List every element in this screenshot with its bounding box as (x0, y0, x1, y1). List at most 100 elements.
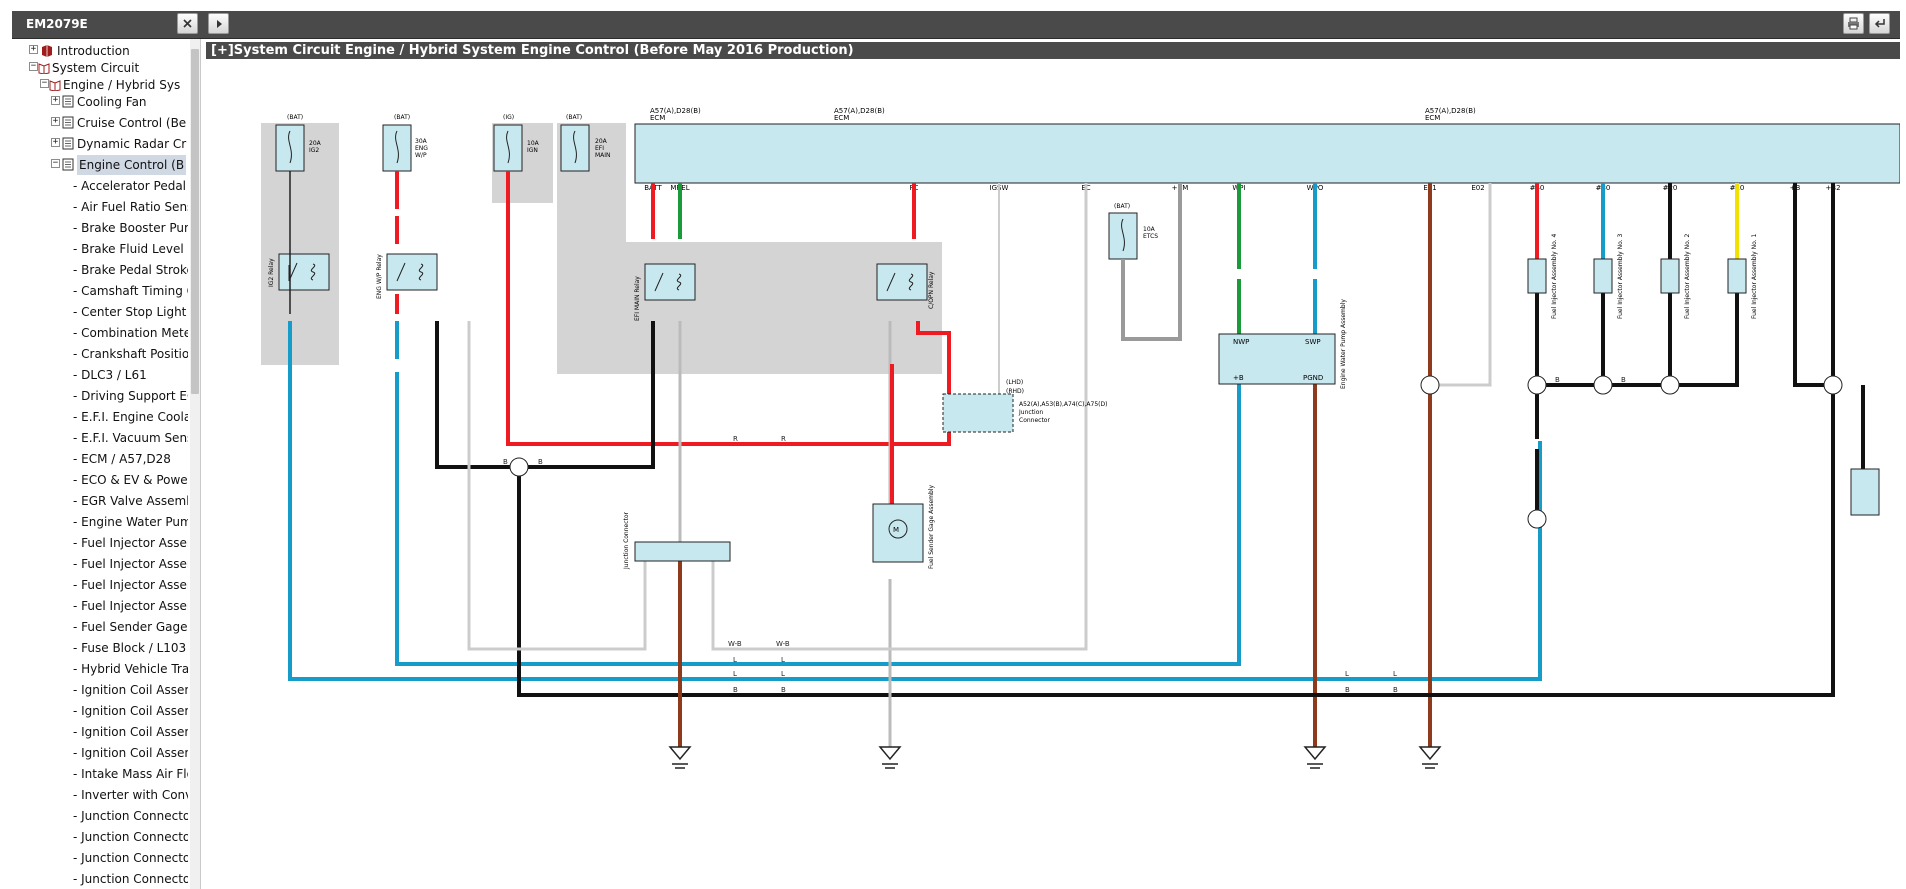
expand-panel-button[interactable] (208, 13, 229, 34)
tree-label: - EGR Valve Assemb (73, 494, 188, 508)
tree-label: - Fuel Injector Asser (73, 578, 188, 592)
svg-text:(BAT): (BAT) (566, 114, 582, 121)
expand-all-toggle[interactable]: [+] (211, 43, 234, 58)
scrollbar-thumb[interactable] (191, 49, 199, 394)
sidebar-scrollbar[interactable] (190, 39, 200, 889)
close-button[interactable] (177, 13, 198, 34)
svg-text:B: B (503, 458, 508, 466)
app-title: EM2079E (26, 17, 88, 31)
svg-text:L: L (733, 656, 737, 664)
tree-label: - Junction Connector (73, 872, 188, 886)
svg-text:(BAT): (BAT) (287, 114, 303, 121)
junction-connector-a56: Junction Connector (623, 511, 731, 570)
svg-text:C/OPN Relay: C/OPN Relay (928, 271, 935, 309)
tree-label: Cruise Control (Be (77, 116, 187, 130)
ecm-ref-a: A57(A),D28(B) (650, 107, 701, 115)
ecm-label-a: ECM (650, 114, 665, 122)
ecm-ref-c: A57(A),D28(B) (1425, 107, 1476, 115)
tree-label: - Accelerator Pedal S (73, 179, 188, 193)
svg-text:+B: +B (1233, 374, 1244, 382)
wire-color-labels: R R B B L L L L B B W-B W-B L L B B B B (503, 376, 1626, 694)
printer-icon (1848, 17, 1859, 30)
close-icon (183, 19, 192, 28)
svg-text:L: L (1345, 670, 1349, 678)
svg-text:(BAT): (BAT) (394, 114, 410, 121)
expand-toggle-icon[interactable]: + (51, 137, 60, 147)
tree-label: - DLC3 / L61 (73, 368, 147, 382)
tree-label: - Center Stop Light ( (73, 305, 188, 319)
svg-text:Engine Water Pump Assembly: Engine Water Pump Assembly (1340, 299, 1347, 389)
expand-toggle-icon[interactable]: + (51, 95, 60, 105)
tree-label: Engine Control (B (77, 155, 187, 175)
collapse-toggle-icon[interactable]: − (40, 78, 49, 88)
ig2-relay: IG2 Relay (268, 253, 330, 291)
back-button[interactable] (1869, 13, 1890, 34)
tree-label: - Ignition Coil Assem (73, 704, 188, 718)
svg-text:Junction Connector: Junction Connector (623, 511, 630, 570)
ecm-ref-b: A57(A),D28(B) (834, 107, 885, 115)
tree-label: - E.F.I. Vacuum Sens (73, 431, 188, 445)
svg-text:L: L (781, 656, 785, 664)
collapse-toggle-icon[interactable]: − (51, 158, 60, 168)
svg-text:PGND: PGND (1303, 374, 1323, 382)
expand-toggle-icon[interactable]: + (51, 116, 60, 126)
relay-block-panel (557, 123, 942, 374)
svg-text:Connector: Connector (1019, 417, 1050, 424)
svg-text:B: B (733, 686, 738, 694)
tree-label: - Air Fuel Ratio Sens (73, 200, 188, 214)
tree-label: - Brake Pedal Stroke (73, 263, 188, 277)
svg-text:W-B: W-B (776, 640, 790, 648)
svg-text:W-B: W-B (728, 640, 742, 648)
tree-label: - Engine Water Pum (73, 515, 188, 529)
ecm-box (634, 123, 1900, 184)
circuit-opening-relay: C/OPN Relay (876, 263, 935, 309)
return-arrow-icon (1874, 19, 1885, 28)
tree-label: - ECO & EV & Power (73, 473, 188, 487)
tree-label: Engine / Hybrid Sys (63, 78, 181, 92)
svg-text:SWP: SWP (1305, 338, 1321, 346)
tree-label: - Ignition Coil Assem (73, 746, 188, 760)
svg-text:B: B (538, 458, 543, 466)
document-icon (62, 158, 74, 171)
svg-text:Fuel Injector Assembly No. 4: Fuel Injector Assembly No. 4 (1551, 233, 1558, 319)
svg-text:B: B (1345, 686, 1350, 694)
content-panel: [+]System Circuit Engine / Hybrid System… (203, 39, 1900, 889)
eng-wp-relay: ENG W/P Relay (376, 253, 438, 299)
tree-label: - Fuel Sender Gage A (73, 620, 188, 634)
document-icon (62, 95, 74, 108)
svg-text:IG2 Relay: IG2 Relay (268, 258, 275, 287)
svg-text:L: L (781, 670, 785, 678)
book-icon (42, 45, 52, 57)
document-icon (62, 137, 74, 150)
ground-symbols (668, 746, 1442, 769)
svg-text:B: B (1621, 376, 1626, 384)
tree-label: - Driving Support EC (73, 389, 188, 403)
print-button[interactable] (1843, 13, 1864, 34)
tree-label: - E.F.I. Engine Coola (73, 410, 188, 424)
wire-harness (288, 171, 1865, 747)
svg-text:M: M (893, 526, 899, 534)
svg-text:Fuel Sender Gage Assembly: Fuel Sender Gage Assembly (928, 485, 935, 569)
svg-text:(RHD): (RHD) (1006, 388, 1024, 395)
tree-label: - Inverter with Conv (73, 788, 188, 802)
svg-text:Fuel Injector Assembly No. 3: Fuel Injector Assembly No. 3 (1617, 233, 1624, 319)
svg-text:L: L (733, 670, 737, 678)
ecm-label-c: ECM (1425, 114, 1440, 122)
svg-text:EFI MAIN Relay: EFI MAIN Relay (634, 276, 641, 321)
tree-label: System Circuit (52, 61, 140, 75)
fuel-injectors: Fuel Injector Assembly No. 4 Fuel Inject… (1527, 233, 1880, 516)
expand-toggle-icon[interactable]: + (29, 44, 38, 54)
svg-text:R: R (781, 435, 786, 443)
svg-text:Junction: Junction (1018, 409, 1043, 416)
collapse-toggle-icon[interactable]: − (29, 61, 38, 71)
tree-label: - Ignition Coil Assem (73, 725, 188, 739)
